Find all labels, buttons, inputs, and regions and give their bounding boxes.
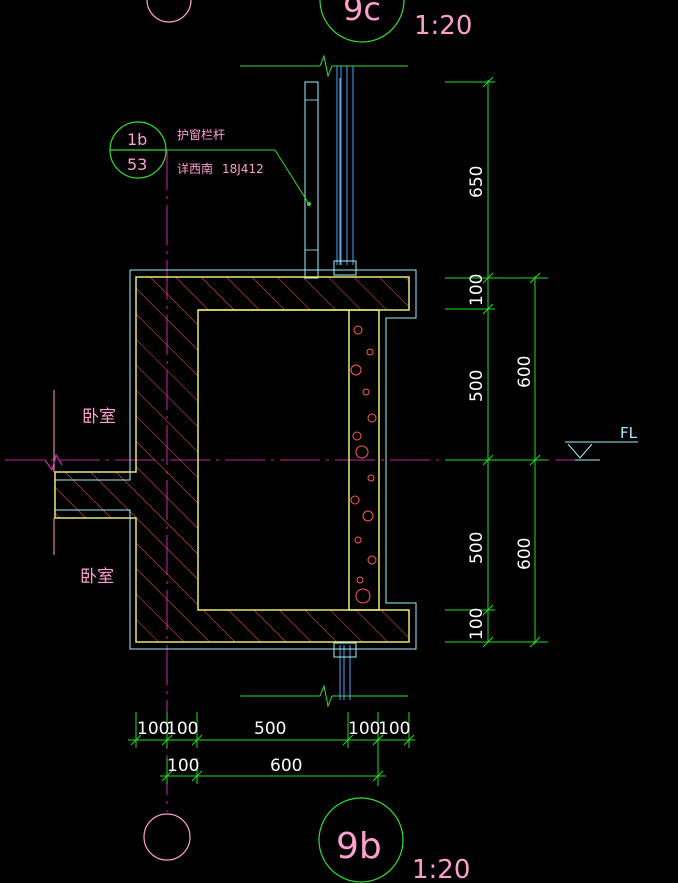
top-detail-circle-partial [319, 0, 405, 43]
dim-h-500: 500 [254, 719, 286, 739]
dim-h-100-d: 100 [378, 719, 410, 739]
callout-atlas: 18J412 [222, 162, 264, 176]
callout-line1: 护窗栏杆 [177, 127, 225, 142]
bottom-axis-circle [143, 813, 191, 861]
top-left-axis-circle-partial [146, 0, 192, 23]
callout-line2: 详西南 [177, 161, 213, 176]
callout-leader-dot [307, 202, 311, 206]
dim-h-600-row2: 600 [270, 756, 302, 776]
insulation-dots [350, 325, 377, 604]
horizontal-dimension-lines [128, 712, 415, 786]
bottom-detail-scale: 1:20 [412, 855, 470, 883]
dim-v-600-top: 600 [515, 356, 535, 388]
slab-break-zigzag [44, 453, 63, 472]
insulation-panel [348, 309, 380, 611]
callout-leader-diagonal [274, 149, 310, 205]
upper-window-bottom-frame [333, 260, 357, 276]
dim-h-100-b: 100 [166, 719, 198, 739]
lower-window-top-frame [333, 642, 357, 658]
dim-v-100-top: 100 [467, 274, 487, 306]
upper-window-frame [336, 66, 354, 265]
vertical-dimension-lines [445, 76, 548, 648]
callout-sheet-number: 53 [127, 155, 147, 174]
dim-h-100-row2: 100 [167, 756, 199, 776]
dim-v-500-bottom: 500 [467, 532, 487, 564]
concrete-section [54, 276, 410, 643]
top-detail-number: 9c [343, 0, 381, 28]
dim-v-650: 650 [467, 166, 487, 198]
top-detail-scale: 1:20 [414, 11, 472, 41]
dim-v-100-bottom: 100 [467, 608, 487, 640]
fl-level-symbol [565, 441, 638, 461]
callout-detail-number: 1b [127, 130, 147, 149]
dim-h-100-c: 100 [348, 719, 380, 739]
bottom-detail-circle [318, 797, 404, 883]
upper-room-label: 卧室 [82, 407, 116, 427]
lower-room-label: 卧室 [80, 567, 114, 587]
dim-h-100-a: 100 [137, 719, 169, 739]
dim-v-500-top: 500 [467, 370, 487, 402]
bottom-detail-number: 9b [336, 826, 382, 867]
fl-level-label: FL [620, 424, 638, 442]
outer-finish-outline [55, 269, 417, 650]
lower-window-frame [339, 645, 351, 700]
lower-break-zigzag [319, 684, 408, 708]
dim-v-600-bottom: 600 [515, 538, 535, 570]
railing-post [304, 81, 319, 279]
upper-break-zigzag [319, 54, 408, 78]
